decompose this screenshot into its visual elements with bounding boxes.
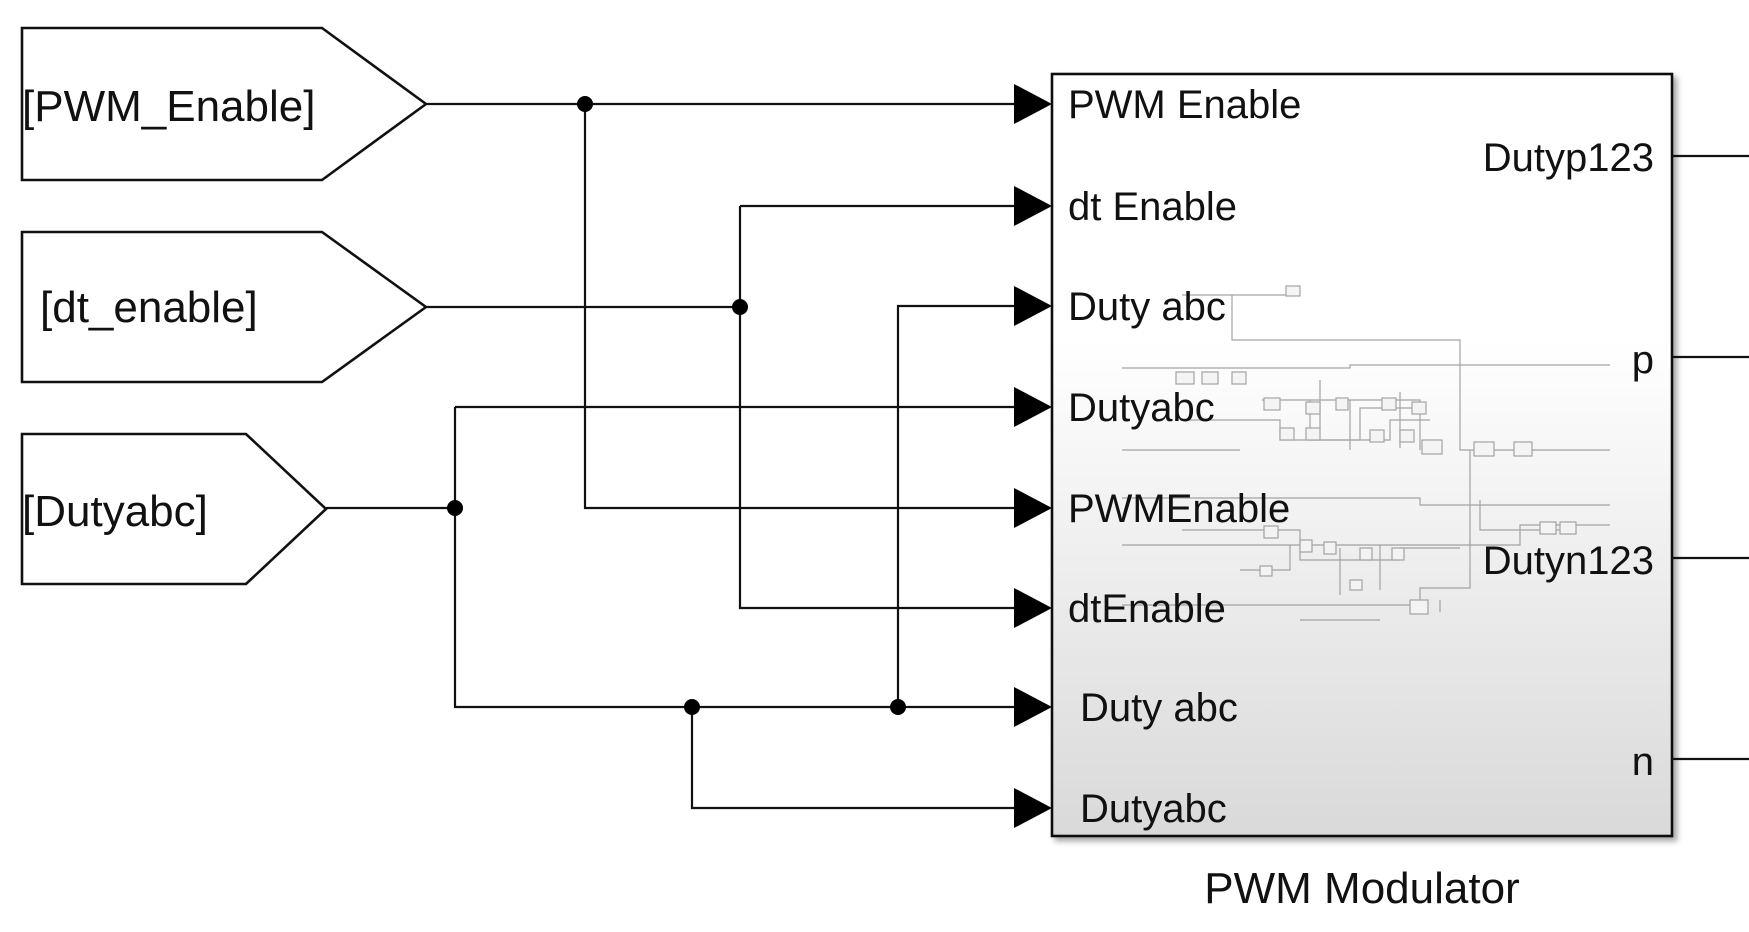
from-block-pwm-enable[interactable]: [PWM_Enable] bbox=[20, 26, 429, 182]
input-port-label: Duty abc bbox=[1068, 285, 1226, 329]
input-port-label: Dutyabc bbox=[1080, 787, 1227, 831]
from-block-dutyabc[interactable]: [Dutyabc] bbox=[20, 432, 328, 586]
arrowhead-port6 bbox=[1014, 588, 1052, 628]
output-port-label: n bbox=[1632, 740, 1654, 784]
from-block-dt-enable-label: [dt_enable] bbox=[40, 283, 258, 332]
output-port-label: p bbox=[1632, 338, 1654, 382]
arrowhead-port4 bbox=[1014, 387, 1052, 427]
input-arrowheads bbox=[1014, 84, 1052, 828]
arrowhead-port1 bbox=[1014, 84, 1052, 124]
input-port-label: dt Enable bbox=[1068, 185, 1237, 229]
from-block-pwm-enable-label: [PWM_Enable] bbox=[22, 82, 315, 131]
from-block-dutyabc-label: [Dutyabc] bbox=[22, 487, 208, 536]
signal-wires bbox=[326, 102, 1018, 810]
junction-dot bbox=[684, 699, 700, 715]
arrowhead-port2 bbox=[1014, 186, 1052, 226]
arrowhead-port7 bbox=[1014, 687, 1052, 727]
from-block-dt-enable[interactable]: [dt_enable] bbox=[20, 230, 429, 384]
wire-dutyabc-to-port8 bbox=[690, 707, 1018, 810]
wire-dutyabc-to-port3 bbox=[896, 304, 1018, 707]
arrowhead-port3 bbox=[1014, 286, 1052, 326]
junction-dot bbox=[447, 500, 463, 516]
input-port-label: PWMEnable bbox=[1068, 487, 1290, 531]
wire-junctions bbox=[447, 96, 906, 715]
input-port-label: Dutyabc bbox=[1068, 386, 1215, 430]
junction-dot bbox=[732, 299, 748, 315]
junction-dot bbox=[890, 699, 906, 715]
wire-pwm-enable-to-port5 bbox=[583, 104, 1018, 510]
inner-model-preview bbox=[1122, 285, 1610, 621]
output-port-label: Dutyn123 bbox=[1483, 539, 1654, 583]
wire-dutyabc-trunk bbox=[453, 407, 1018, 709]
input-port-label: dtEnable bbox=[1068, 587, 1226, 631]
input-port-label: Duty abc bbox=[1080, 686, 1238, 730]
subsystem-body[interactable] bbox=[1050, 72, 1674, 838]
input-port-label: PWM Enable bbox=[1068, 83, 1301, 127]
pwm-modulator-subsystem[interactable]: PWM Enable dt Enable Duty abc Dutyabc PW… bbox=[1050, 72, 1674, 913]
subsystem-title: PWM Modulator bbox=[1204, 864, 1519, 913]
output-port-label: Dutyp123 bbox=[1483, 136, 1654, 180]
wire-dt-enable-trunk bbox=[738, 206, 1018, 610]
arrowhead-port5 bbox=[1014, 488, 1052, 528]
arrowhead-port8 bbox=[1014, 788, 1052, 828]
output-wires bbox=[1672, 154, 1749, 761]
junction-dot bbox=[577, 96, 593, 112]
